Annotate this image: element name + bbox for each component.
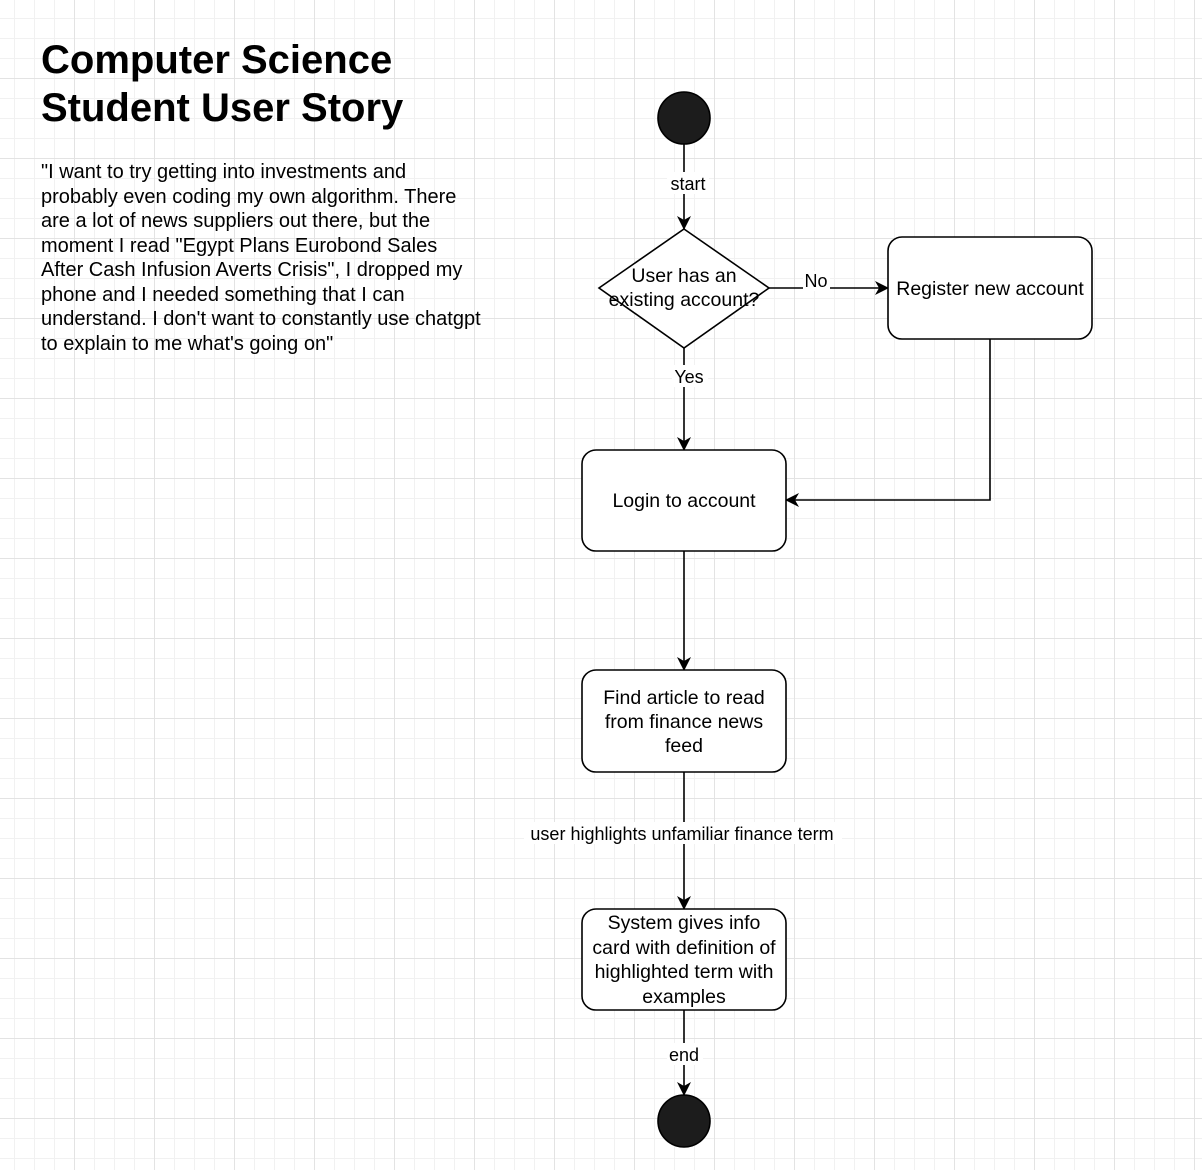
edge-label-highlight: user highlights unfamiliar finance term: [530, 824, 833, 844]
user-story-quote: "I want to try getting into investments …: [41, 161, 481, 355]
start-node[interactable]: [657, 91, 711, 145]
decision-label-line-2: existing account?: [609, 289, 760, 311]
edge-label-end: end: [669, 1045, 699, 1065]
find-article-node[interactable]: [581, 669, 787, 773]
info-card-node[interactable]: [581, 908, 787, 1011]
decision-label-line-1: User has an: [631, 265, 736, 287]
end-node[interactable]: [657, 1094, 711, 1148]
info-card-line-1: System gives info: [608, 912, 761, 934]
login-node[interactable]: [581, 449, 787, 552]
find-article-line-2: from finance news: [605, 711, 763, 733]
edge-label-no: No: [804, 271, 827, 291]
info-card-line-3: highlighted term with: [595, 961, 774, 983]
register-account-node[interactable]: [887, 236, 1093, 340]
edge-register-to-login[interactable]: [785, 339, 991, 507]
title-line-2: Student User Story: [41, 86, 404, 130]
edge-label-start: start: [670, 174, 705, 194]
title-line-1: Computer Science: [41, 38, 393, 82]
login-label: Login to account: [612, 490, 756, 512]
edge-label-yes: Yes: [674, 367, 703, 387]
decision-existing-account[interactable]: [597, 228, 771, 349]
find-article-line-1: Find article to read: [603, 687, 765, 709]
info-card-line-4: examples: [642, 986, 726, 1008]
info-card-line-2: card with definition of: [592, 937, 776, 959]
page-title: Computer Science Student User Story: [41, 36, 481, 132]
find-article-line-3: feed: [665, 735, 703, 757]
register-account-label: Register new account: [896, 278, 1084, 300]
